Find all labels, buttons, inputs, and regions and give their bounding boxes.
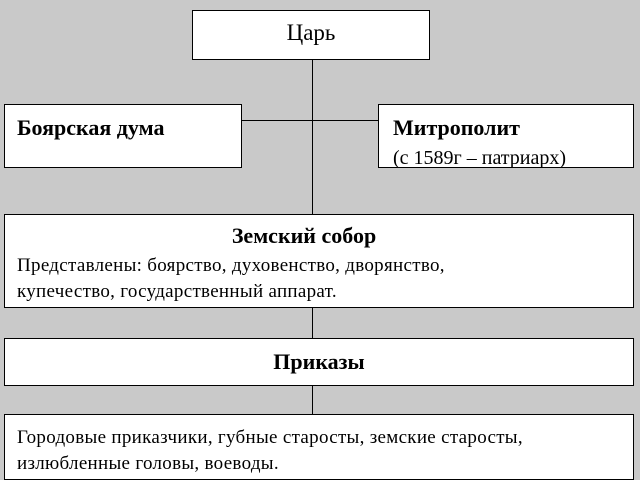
node-local-officials: Городовые приказчики, губные старосты, з… — [4, 414, 634, 480]
node-zemsky-sobor-line-2: купечество, государственный аппарат. — [17, 281, 337, 302]
node-metropolitan-subtitle: (с 1589г – патриарх) — [393, 147, 567, 168]
node-boyar-duma-title: Боярская дума — [17, 115, 165, 140]
node-local-officials-description: Городовые приказчики, губные старосты, з… — [5, 415, 633, 477]
node-boyar-duma: Боярская дума — [4, 104, 242, 168]
node-local-officials-line-1: Городовые приказчики, губные старосты, з… — [17, 427, 523, 448]
node-local-officials-line-2: излюбленные головы, воеводы. — [17, 453, 279, 474]
node-prikazy-title: Приказы — [273, 349, 365, 374]
node-zemsky-sobor-description: Представлены: боярство, духовенство, дво… — [5, 249, 633, 305]
node-metropolitan: Митрополит (с 1589г – патриарх) — [378, 104, 634, 168]
node-prikazy: Приказы — [4, 338, 634, 386]
node-zemsky-sobor-line-1: Представлены: боярство, духовенство, дво… — [17, 255, 445, 276]
node-metropolitan-title: Митрополит — [393, 115, 520, 140]
node-tsar: Царь — [192, 10, 430, 60]
node-tsar-title: Царь — [286, 20, 336, 45]
node-zemsky-sobor: Земский собор Представлены: боярство, ду… — [4, 214, 634, 308]
node-zemsky-sobor-title: Земский собор — [231, 223, 377, 248]
connector-prikazy-officials — [312, 386, 313, 414]
connector-tsar-trunk — [312, 60, 313, 214]
connector-sobor-prikazy — [312, 308, 313, 338]
connector-duma-metropolitan — [242, 120, 378, 121]
